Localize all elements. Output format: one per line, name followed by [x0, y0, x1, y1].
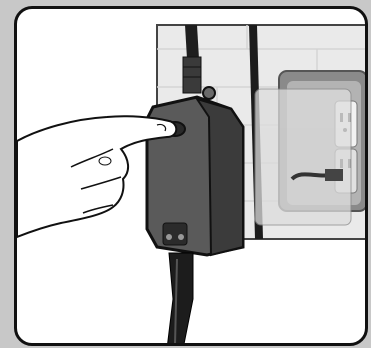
- gfci-adapter-illustration: [17, 24, 365, 343]
- hand-pointing-icon: [17, 115, 178, 239]
- illustration-panel: [14, 6, 368, 346]
- power-cord-icon: [167, 252, 194, 343]
- wall-outlet-icon: [254, 70, 365, 226]
- plug-cord-top: [182, 25, 216, 100]
